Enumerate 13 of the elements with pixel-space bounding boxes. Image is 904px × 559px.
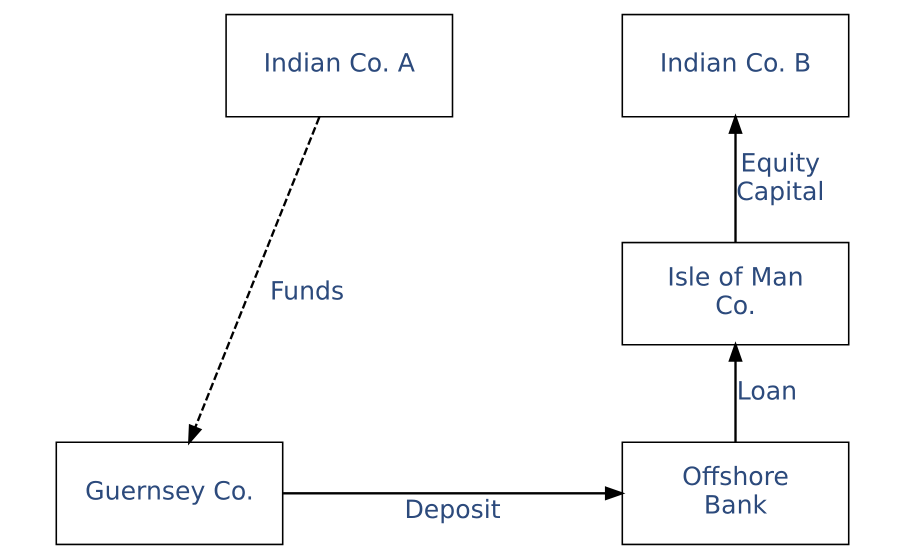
node-box: Indian Co. A xyxy=(224,14,453,118)
arrow xyxy=(187,116,320,446)
arrow xyxy=(728,113,742,242)
node-box: Isle of Man Co. xyxy=(621,242,849,346)
arrow xyxy=(282,486,625,500)
edge-label: Equity Capital xyxy=(736,148,824,206)
arrow xyxy=(728,341,742,442)
node-box: Indian Co. B xyxy=(621,14,849,118)
node-box: Offshore Bank xyxy=(621,441,849,546)
edge-label: Loan xyxy=(736,376,797,406)
node-box: Guernsey Co. xyxy=(55,441,283,546)
edge-label: Deposit xyxy=(404,495,500,524)
edge-label: Funds xyxy=(270,276,344,306)
